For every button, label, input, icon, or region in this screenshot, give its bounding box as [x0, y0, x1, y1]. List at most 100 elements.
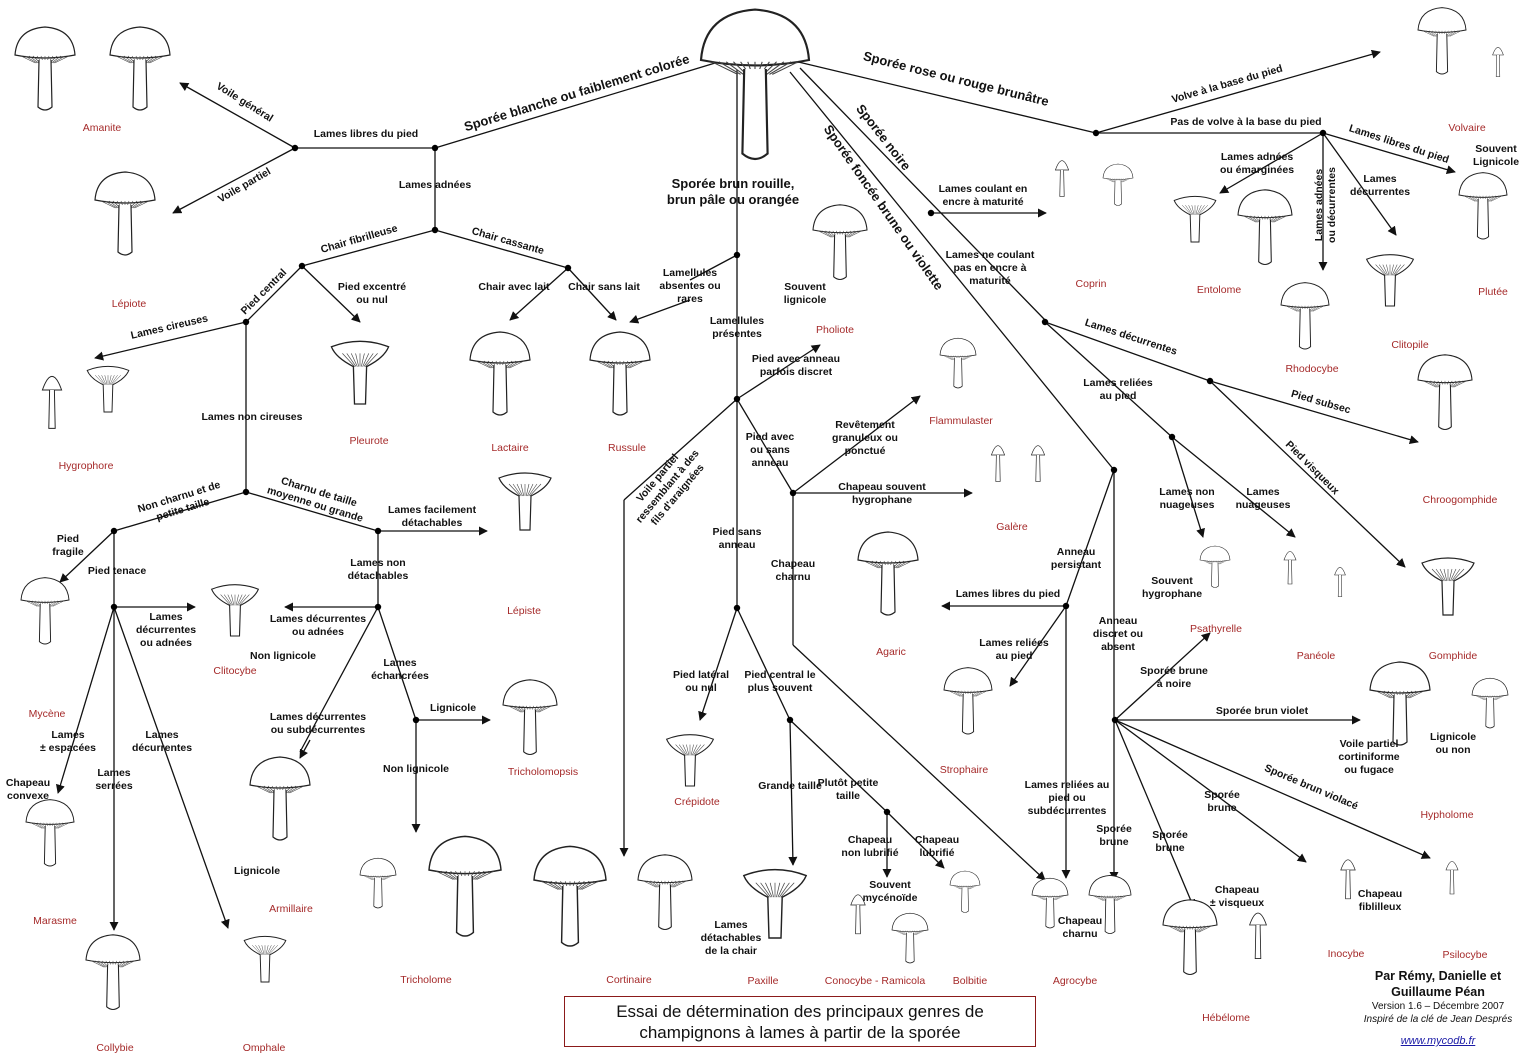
genus-cortinaire: Cortinaire [606, 974, 652, 986]
edge [179, 82, 296, 149]
genus-lactaire: Lactaire [491, 442, 529, 454]
genus-pholiote: Pholiote [816, 324, 854, 336]
mushroom-icon [1199, 545, 1231, 588]
genus-pleurote: Pleurote [349, 435, 388, 447]
mushroom-icon [502, 679, 558, 756]
mushroom-icon [665, 734, 715, 787]
genus-psilocybe: Psilocybe [1443, 949, 1488, 961]
edge [736, 398, 794, 494]
authors-line-1: Par Rémy, Danielle et [1374, 969, 1502, 983]
genus-agaric: Agaric [876, 646, 906, 658]
edge [1219, 132, 1324, 194]
mushroom-icon [1237, 189, 1293, 266]
mushroom-icon [949, 870, 981, 913]
edge [567, 267, 617, 321]
mushroom-icon [1088, 874, 1132, 934]
website-link[interactable]: www.mycodb.fr [1400, 1035, 1476, 1047]
edge [299, 606, 379, 753]
edge [1209, 380, 1406, 568]
mushroom-icon [1365, 254, 1415, 307]
branch-label: Lames cireuses [130, 312, 210, 341]
genus-paxille: Paxille [748, 975, 779, 987]
genus-crepidote: Crépidote [674, 796, 720, 808]
edge [1171, 436, 1296, 538]
branch-label: Pas de volve à la base du pied [1170, 116, 1321, 128]
branch-label: Chair avec lait [478, 281, 550, 293]
branch-label: Lames adnéesou décurrentes [1313, 167, 1338, 243]
branch-node [1319, 129, 1327, 137]
branch-node [883, 808, 891, 816]
version-text: Version 1.6 – Décembre 2007 [1371, 1001, 1505, 1012]
genus-galere: Galère [996, 521, 1028, 533]
mushroom-icon [469, 331, 531, 416]
genus-armillaire: Armillaire [269, 903, 313, 915]
branch-label: Non lignicole [250, 650, 316, 662]
edge [1209, 380, 1419, 445]
edge [94, 321, 247, 361]
diagram-title-box: Essai de détermination des principaux ge… [564, 996, 1036, 1047]
mushroom-icon [589, 331, 651, 416]
branch-label: Lignicole [430, 702, 476, 714]
edges [56, 49, 1456, 931]
edge [698, 607, 738, 721]
genus-psathyrelle: Psathyrelle [1190, 623, 1242, 635]
label-sporee-brun-rouille: Sporée brun rouille,brun pâle ou orangée [667, 176, 799, 207]
genus-mycene: Mycène [29, 708, 66, 720]
branch-node [291, 144, 299, 152]
genus-hypholome: Hypholome [1420, 809, 1473, 821]
branch-label: Grande taille [758, 780, 822, 792]
mushroom-icon [637, 854, 693, 931]
genus-paneole: Panéole [1297, 650, 1336, 662]
branch-label: Lames libres du pied [956, 588, 1060, 600]
branch-label: Non lignicole [383, 763, 449, 775]
edge [1114, 719, 1431, 859]
mushroom-icon [812, 204, 868, 281]
genus-lepiote: Lépiote [112, 298, 147, 310]
edge [623, 398, 738, 501]
mushroom-icon [1492, 47, 1504, 77]
branch-node [110, 527, 118, 535]
branch-node [1168, 433, 1176, 441]
branch-label: Charnu de taillemoyenne ou grande [266, 472, 369, 525]
mushroom-icon [1445, 861, 1459, 895]
mushroom-icon [359, 857, 397, 909]
mushroom-icon [939, 337, 977, 389]
genus-conocybe: Conocybe - Ramicola [825, 975, 926, 987]
genus-lepiste: Lépiste [507, 605, 541, 617]
branch-label: Pied subsec [1290, 388, 1352, 416]
edge [1114, 719, 1196, 909]
genus-rhodocybe: Rhodocybe [1285, 363, 1338, 375]
genus-amanite: Amanite [83, 122, 122, 134]
mushroom-icon [109, 26, 171, 111]
label-sporee-blanche: Sporée blanche ou faiblement colorée [462, 51, 691, 134]
edge [788, 719, 798, 866]
branch-node [1041, 318, 1049, 326]
branch-label: Chair sans lait [568, 281, 640, 293]
mushroom-icon [533, 845, 607, 947]
title-line-2: champignons à lames à partir de la sporé… [639, 1023, 961, 1042]
mushroom-icon [1173, 195, 1217, 243]
mushroom-icon [243, 935, 287, 983]
mushroom-icon [891, 912, 929, 964]
